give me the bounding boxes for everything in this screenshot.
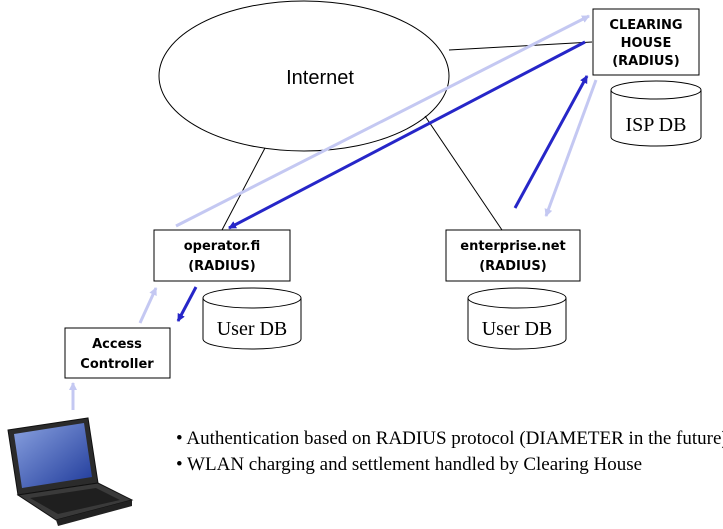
access-controller-box (64, 327, 171, 379)
bullet-charging: • WLAN charging and settlement handled b… (176, 454, 643, 475)
access-controller-label-1: Access (92, 337, 142, 352)
enterprise-user-db-cylinder (467, 287, 567, 350)
clearing-house-box (592, 8, 700, 76)
link-internet-operator (221, 147, 266, 231)
enterprise-label-1: enterprise.net (460, 239, 565, 254)
enterprise-user-db-label: User DB (482, 318, 553, 340)
arrow-accesscontroller-to-operator (138, 287, 158, 324)
arrow-clearinghouse-to-operator (228, 40, 586, 230)
arrow-operator-to-clearinghouse (175, 14, 590, 228)
operator-label-1: operator.fi (184, 239, 261, 254)
operator-box (153, 229, 291, 282)
operator-user-db-cylinder (202, 287, 302, 350)
internet-label: Internet (286, 67, 354, 89)
isp-db-label: ISP DB (626, 114, 687, 136)
enterprise-label-2: (RADIUS) (479, 259, 547, 274)
operator-label-2: (RADIUS) (188, 259, 256, 274)
clearing-house-label-2: HOUSE (621, 36, 672, 51)
operator-user-db-label: User DB (217, 318, 288, 340)
clearing-house-label-1: CLEARING (609, 18, 682, 33)
isp-db-cylinder (610, 80, 702, 147)
link-internet-enterprise (424, 115, 503, 231)
link-internet-clearinghouse (448, 41, 593, 51)
arrow-enterprise-to-clearinghouse (513, 75, 589, 209)
enterprise-box (445, 229, 581, 282)
laptop-icon (7, 417, 134, 526)
internet-cloud (158, 0, 450, 152)
clearing-house-label-3: (RADIUS) (612, 54, 680, 69)
arrow-clearinghouse-to-enterprise (544, 79, 598, 217)
access-controller-label-2: Controller (80, 357, 154, 372)
notes: • Authentication based on RADIUS protoco… (176, 426, 723, 478)
arrow-operator-to-accesscontroller (176, 286, 198, 322)
bullet-authentication: • Authentication based on RADIUS protoco… (176, 428, 723, 449)
